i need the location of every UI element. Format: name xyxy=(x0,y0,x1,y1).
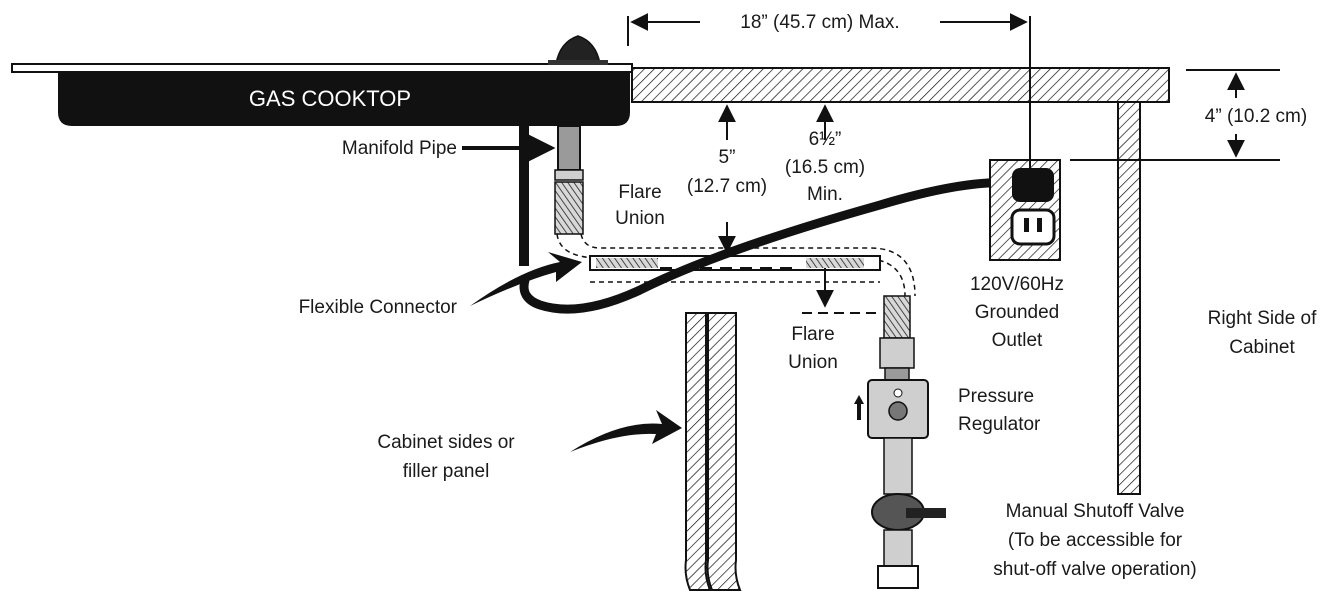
min-clearance-label-line1: 6½” xyxy=(809,129,842,150)
grounded-outlet xyxy=(989,159,1061,261)
outlet-label-line3: Outlet xyxy=(992,330,1043,351)
shutoff-valve xyxy=(871,437,946,589)
outlet-label-line1: 120V/60Hz xyxy=(970,274,1064,295)
power-cord xyxy=(519,178,1035,314)
cabinet-filler-panel xyxy=(684,312,742,591)
shutoff-valve-label-line2: (To be accessible for xyxy=(1008,530,1183,551)
flare-clearance-label-line1: 5” xyxy=(719,147,736,168)
cabinet-sides-arrow xyxy=(570,410,682,452)
outlet-label-line2: Grounded xyxy=(975,302,1060,323)
pressure-regulator xyxy=(854,379,929,439)
cabinet-sides-label-line1: Cabinet sides or xyxy=(377,432,515,453)
flare-union-bottom-label-line2: Union xyxy=(788,352,838,373)
flare-clearance-label-line2: (12.7 cm) xyxy=(687,176,767,197)
shutoff-valve-label-line3: shut-off valve operation) xyxy=(993,559,1197,580)
right-side-label-line1: Right Side of xyxy=(1208,308,1318,329)
flare-union-top-label-line1: Flare xyxy=(618,182,661,203)
flexible-connector-label: Flexible Connector xyxy=(299,297,458,318)
flexible-connector-arrow xyxy=(470,252,582,306)
gas-supply-line xyxy=(879,295,915,381)
min-clearance-label-line2: (16.5 cm) xyxy=(785,157,865,178)
shutoff-valve-label-line1: Manual Shutoff Valve xyxy=(1006,501,1185,522)
flare-union-bottom-label-line1: Flare xyxy=(791,324,834,345)
manifold-pipe xyxy=(554,125,584,235)
pressure-regulator-label-line2: Regulator xyxy=(958,414,1041,435)
cooktop-rear-pipe xyxy=(519,126,529,266)
cooktop-label: GAS COOKTOP xyxy=(249,86,411,111)
pressure-regulator-label-line1: Pressure xyxy=(958,386,1034,407)
manifold-pipe-label: Manifold Pipe xyxy=(342,138,457,159)
right-cabinet-side xyxy=(1117,101,1141,495)
countertop xyxy=(631,67,1170,103)
valve-handle-icon xyxy=(906,508,946,518)
outlet-depth-label: 4” (10.2 cm) xyxy=(1205,106,1307,127)
max-width-dimension xyxy=(627,13,1031,178)
max-width-label: 18” (45.7 cm) Max. xyxy=(740,12,899,33)
burner-icon xyxy=(555,35,601,65)
right-side-label-line2: Cabinet xyxy=(1229,337,1295,358)
flare-union-top-label-line2: Union xyxy=(615,208,665,229)
gas-cooktop xyxy=(11,35,633,126)
outlet-depth-dimension xyxy=(1070,69,1280,161)
cabinet-sides-label-line2: filler panel xyxy=(403,461,490,482)
min-clearance-label-line3: Min. xyxy=(807,184,843,205)
min-clearance-dimension xyxy=(802,104,882,314)
flexible-connector xyxy=(556,233,916,297)
